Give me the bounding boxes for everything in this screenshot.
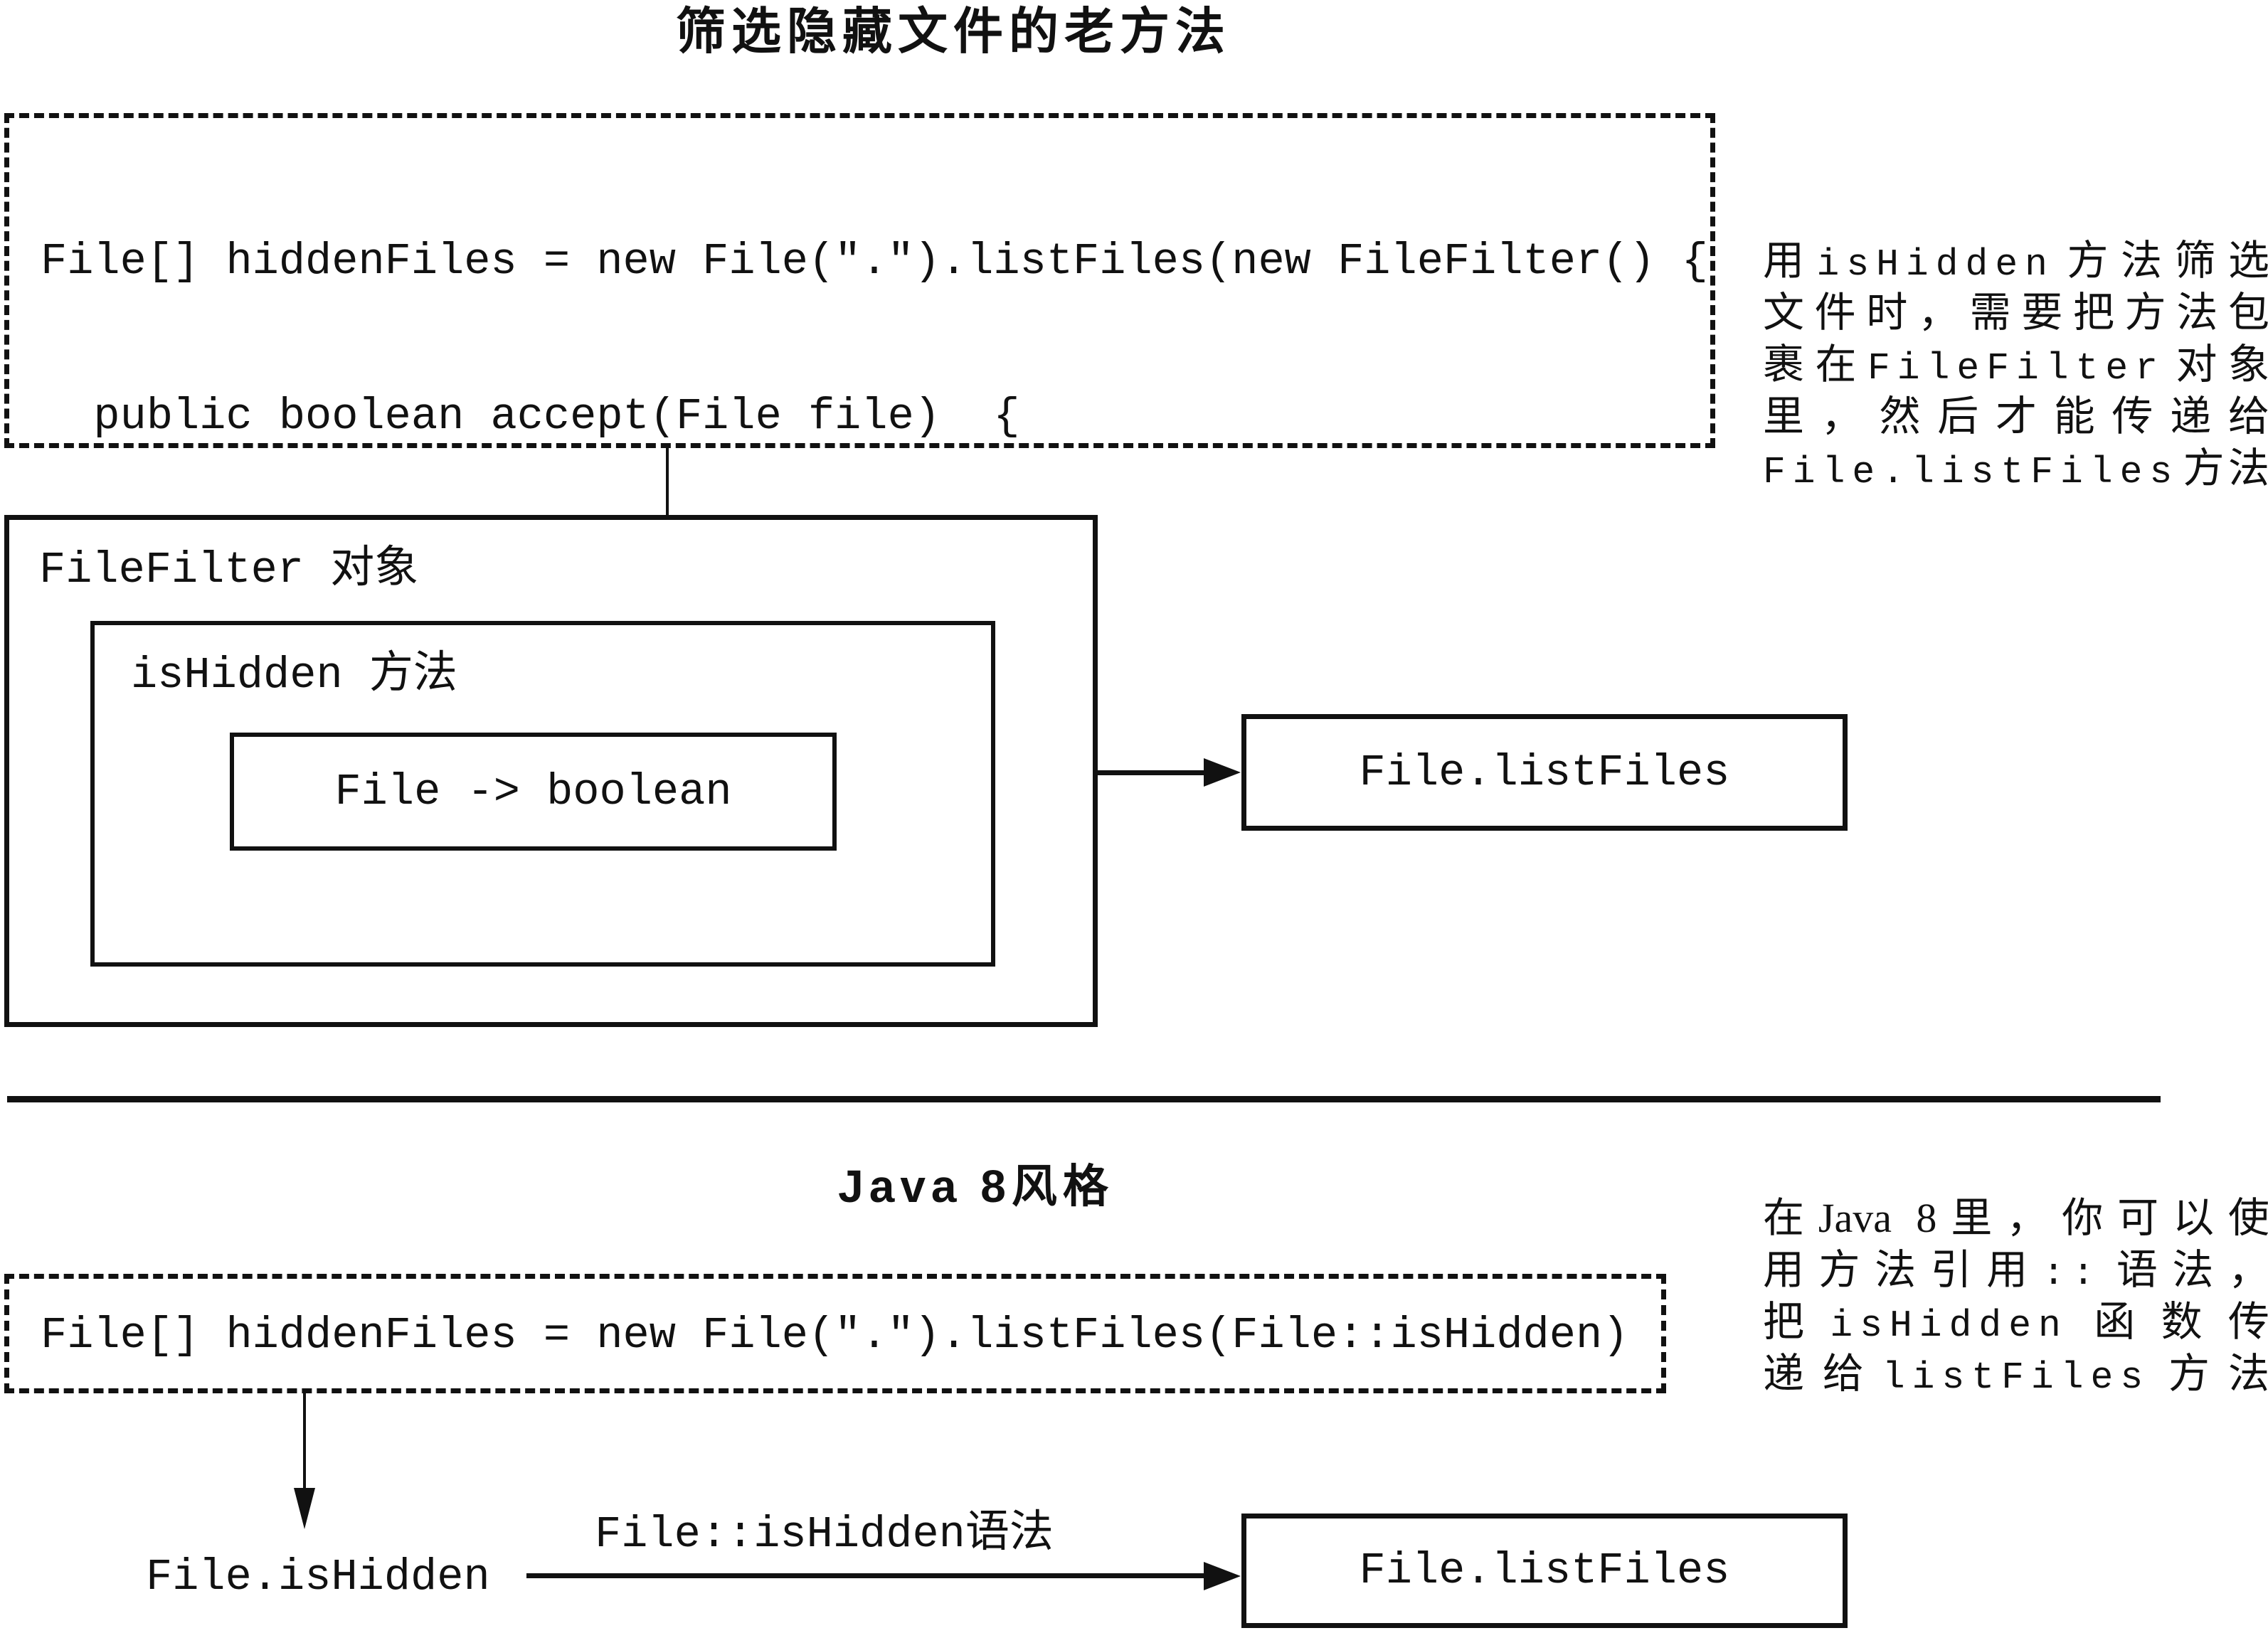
- text-segment: 裹在: [1763, 341, 1867, 388]
- text-segment: 在Java 8里，你可以使: [1763, 1195, 2268, 1241]
- text-segment: 对象: [2165, 341, 2268, 388]
- code-term: listFiles: [1882, 1356, 2151, 1399]
- lambda-signature-box: File -> boolean: [230, 733, 837, 851]
- code-line: File[] hiddenFiles = new File(".").listF…: [41, 236, 1708, 287]
- annotation-line: 裹在FileFilter对象: [1763, 339, 2268, 390]
- annotation-line: 用isHidden方法筛选: [1763, 235, 2268, 287]
- code-box-java8-style: File[] hiddenFiles = new File(".").listF…: [4, 1274, 1666, 1393]
- code-line-java8: File[] hiddenFiles = new File(".").listF…: [41, 1310, 1629, 1361]
- annotation-line: 在Java 8里，你可以使: [1763, 1192, 2268, 1244]
- arrow-line: [1098, 770, 1204, 775]
- arrow-right-head-icon: [1204, 758, 1241, 787]
- code-term: ::: [2042, 1252, 2102, 1295]
- annotation-line: 递给listFiles方法: [1763, 1348, 2268, 1400]
- code-term: File.listFiles: [1763, 451, 2180, 494]
- lambda-signature-text: File -> boolean: [334, 766, 732, 817]
- section-title-java8-style: Java 8风格: [838, 1161, 1114, 1212]
- section-divider: [7, 1096, 2161, 1102]
- listfiles-text: File.listFiles: [1359, 747, 1730, 798]
- filefilter-object-box: FileFilter 对象 isHidden 方法 File -> boolea…: [4, 515, 1098, 1027]
- filefilter-object-label: FileFilter 对象: [39, 543, 418, 595]
- code-box-old-way: File[] hiddenFiles = new File(".").listF…: [4, 113, 1715, 907]
- code-line: public boolean accept(File file) {: [41, 391, 1020, 442]
- arrow-right-head-icon: [1204, 1562, 1241, 1590]
- listfiles-text: File.listFiles: [1359, 1546, 1730, 1596]
- text-segment: 里，然后才能传递给: [1763, 393, 2268, 440]
- arrow-down-head-icon: [294, 1488, 315, 1529]
- method-reference-syntax-label: File::isHidden语法: [595, 1508, 1054, 1558]
- text-segment: 函数传: [2067, 1299, 2268, 1345]
- section-title-old-way: 筛选隐藏文件的老方法: [676, 4, 1231, 59]
- text-segment: 方法: [369, 649, 457, 697]
- text-segment: 语法: [965, 1508, 1054, 1556]
- annotation-line: File.listFiles方法: [1763, 442, 2268, 494]
- annotation-line: 文件时，需要把方法包: [1763, 287, 2268, 339]
- code-term: isHidden: [1816, 243, 2055, 286]
- ishidden-method-box: isHidden 方法 File -> boolean: [90, 621, 995, 967]
- code-term: FileFilter: [1867, 347, 2166, 390]
- method-reference-text: File.isHidden: [146, 1552, 490, 1602]
- annotation-line: 把isHidden函数传: [1763, 1296, 2268, 1348]
- text-segment: 把: [1763, 1299, 1830, 1345]
- listfiles-box-java8-style: File.listFiles: [1241, 1514, 1848, 1628]
- code-term: isHidden: [1830, 1304, 2068, 1347]
- text-segment: 对象: [330, 543, 419, 592]
- text-segment: 方法: [2150, 1351, 2268, 1397]
- text-segment: 方法: [2179, 445, 2268, 491]
- text-segment: 递给: [1763, 1351, 1882, 1397]
- text-segment: 文件时，需要把方法包: [1763, 289, 2268, 336]
- listfiles-box-old-way: File.listFiles: [1241, 714, 1848, 831]
- annotation-old-way: 用isHidden方法筛选 文件时，需要把方法包 裹在FileFilter对象 …: [1763, 235, 2268, 494]
- arrow-line: [303, 1393, 306, 1489]
- text-segment: 语法，: [2102, 1247, 2268, 1293]
- ishidden-method-label: isHidden 方法: [131, 648, 457, 701]
- code-term: FileFilter: [39, 545, 331, 595]
- text-segment: 用: [1763, 238, 1817, 284]
- code-term: File::isHidden: [595, 1509, 965, 1560]
- text-segment: 方法筛选: [2054, 238, 2268, 284]
- code-term: isHidden: [131, 650, 369, 701]
- text-segment: 用方法引用: [1763, 1247, 2042, 1293]
- arrow-line: [526, 1573, 1204, 1578]
- annotation-line: 里，然后才能传递给: [1763, 390, 2268, 442]
- annotation-line: 用方法引用::语法，: [1763, 1244, 2268, 1296]
- annotation-java8-style: 在Java 8里，你可以使 用方法引用::语法， 把isHidden函数传 递给…: [1763, 1192, 2268, 1400]
